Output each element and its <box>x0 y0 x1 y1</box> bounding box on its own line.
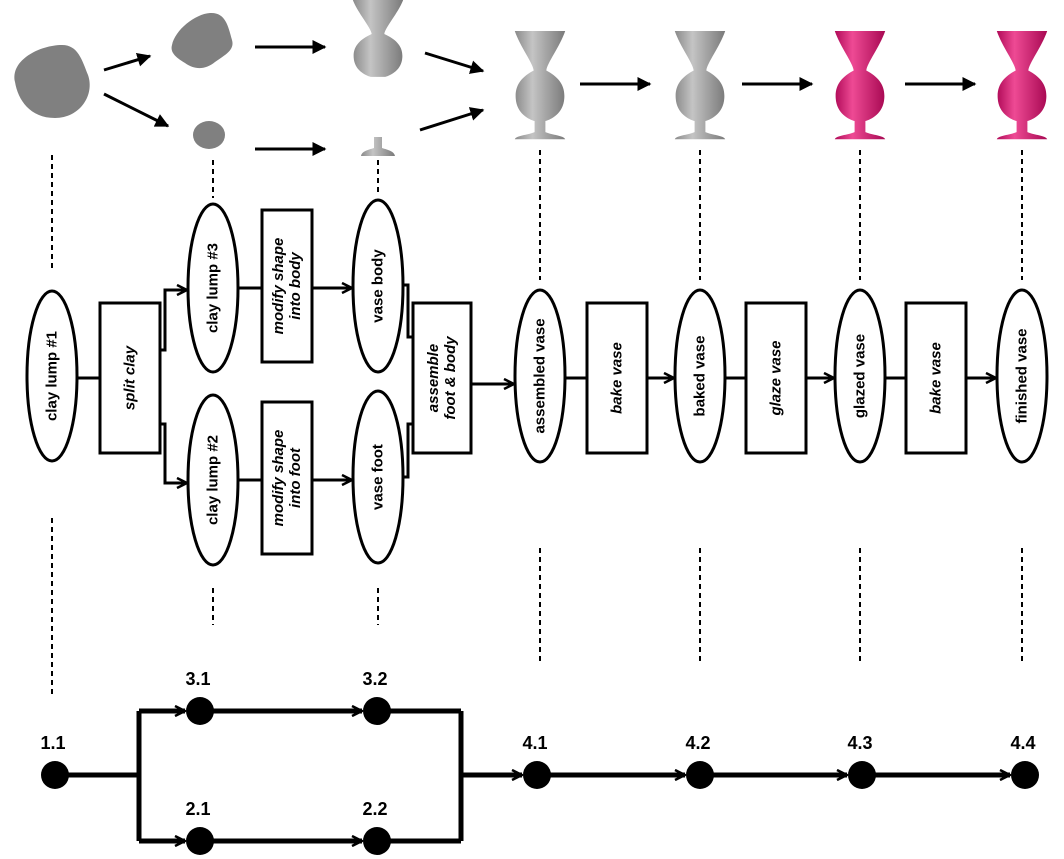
graph-node-4-2 <box>686 761 714 789</box>
graph-node-label: 2.1 <box>185 799 210 819</box>
vase-body-image <box>353 0 403 93</box>
state-ellipse <box>25 289 79 463</box>
state-label: clay lump #2 <box>205 435 222 525</box>
state-label: vase foot <box>370 444 387 510</box>
graph-node-3-2 <box>363 697 391 725</box>
state-ellipse <box>673 288 727 464</box>
process-p1: split clay <box>98 301 162 455</box>
finished-vase-image <box>996 31 1048 140</box>
state-label: finished vase <box>1014 328 1031 423</box>
process-label: bake vase <box>928 342 945 414</box>
connector-line <box>160 422 187 483</box>
connector-line <box>160 290 187 352</box>
vase-foot-image <box>361 137 395 156</box>
process-label: foot & body <box>442 336 459 420</box>
process-label: split clay <box>122 345 139 410</box>
state-ellipse <box>833 288 887 464</box>
state-ellipse <box>995 288 1049 464</box>
arrow <box>419 107 485 132</box>
top-illustrations <box>14 0 1048 695</box>
graph-node-label: 3.1 <box>185 669 210 689</box>
state-label: vase body <box>370 249 387 323</box>
process-label: glaze vase <box>768 340 785 416</box>
state-s2: clay lump #2 <box>186 393 240 567</box>
graph-node-label: 4.2 <box>685 733 710 753</box>
state-ellipse <box>513 288 567 464</box>
process-label: into body <box>287 252 304 320</box>
process-box <box>260 208 314 364</box>
graph-node-label: 4.3 <box>847 733 872 753</box>
process-label: into foot <box>287 447 304 508</box>
clay-lump-1-image <box>14 45 90 118</box>
process-p5: bake vase <box>585 301 649 455</box>
state-label: glazed vase <box>852 334 869 418</box>
process-label: modify shape <box>270 238 287 335</box>
process-flowchart: clay lump #1 clay lump #3 clay lump #2 vase… <box>25 198 1049 567</box>
state-sz: finished vase <box>995 288 1049 464</box>
assembled-vase-image <box>514 31 566 140</box>
state-label: baked vase <box>692 336 709 417</box>
process-label: bake vase <box>609 342 626 414</box>
connector-line <box>403 422 413 479</box>
glazed-vase-image <box>834 31 886 140</box>
state-label: clay lump #1 <box>44 331 61 421</box>
arrow <box>103 52 152 72</box>
state-label: clay lump #3 <box>205 243 222 333</box>
process-label: modify shape <box>270 430 287 527</box>
process-box <box>904 301 968 455</box>
graph-node-4-1 <box>523 761 551 789</box>
state-sk: baked vase <box>673 288 727 464</box>
process-p6: glaze vase <box>744 301 808 455</box>
graph-node-label: 1.1 <box>40 733 65 753</box>
state-sb: vase body <box>351 198 405 374</box>
state-sa: assembled vase <box>513 288 567 464</box>
state-sf: vase foot <box>351 389 405 565</box>
clay-lump-2-image <box>193 121 225 149</box>
graph-node-label: 2.2 <box>362 799 387 819</box>
graph-node-2-1 <box>186 827 214 855</box>
process-label: assemble <box>425 344 442 412</box>
state-s1: clay lump #1 <box>25 289 79 463</box>
connector-line <box>403 283 413 339</box>
state-s3: clay lump #3 <box>186 202 240 374</box>
arrow <box>424 51 485 74</box>
graph-node-1-1 <box>41 761 69 789</box>
process-box <box>98 301 162 455</box>
graph-node-label: 4.1 <box>522 733 547 753</box>
graph-node-3-1 <box>186 697 214 725</box>
graph-node-label: 4.4 <box>1010 733 1035 753</box>
state-sg: glazed vase <box>833 288 887 464</box>
process-p7: bake vase <box>904 301 968 455</box>
graph-node-2-2 <box>363 827 391 855</box>
graph-node-label: 3.2 <box>362 669 387 689</box>
state-graph: 1.1 3.1 3.2 2.1 2.2 4.1 4.2 4.3 4.4 <box>40 669 1039 855</box>
process-box <box>411 301 473 455</box>
arrow <box>103 92 170 128</box>
process-box <box>260 400 314 556</box>
graph-node-4-3 <box>848 761 876 789</box>
graph-node-4-4 <box>1011 761 1039 789</box>
clay-lump-3-image <box>171 12 233 69</box>
state-label: assembled vase <box>532 318 549 433</box>
baked-vase-image <box>674 31 726 140</box>
